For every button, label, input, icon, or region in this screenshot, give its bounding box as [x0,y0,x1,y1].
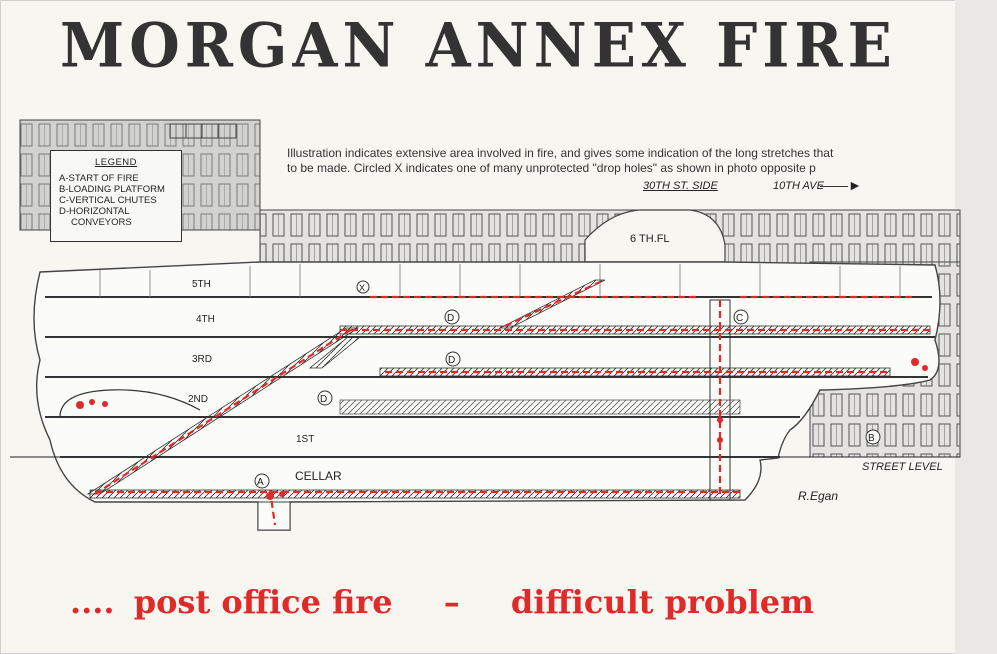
marker-d-second: D [317,390,333,406]
floor-label-first: 1ST [296,434,314,445]
page-gutter [955,0,997,654]
legend-item: C-VERTICAL CHUTES [59,195,157,206]
direction-arrow-icon: ——► [820,177,862,193]
svg-text:C: C [736,313,743,324]
legend-item-continued: CONVEYORS [71,217,132,228]
floor-label-fourth: 4TH [196,314,215,325]
marker-d-fourth: D [444,309,460,325]
svg-text:D: D [320,394,327,405]
artist-signature: R.Egan [798,489,838,503]
floor-label-fifth: 5TH [192,279,211,290]
marker-a: A [254,473,270,489]
legend-item: D-HORIZONTAL [59,206,130,217]
tagline-part1: post office fire [133,583,393,621]
sixth-floor-cutaway [584,209,726,263]
floor-label-cellar: CELLAR [295,469,342,483]
tagline: .... post office fire – difficult proble… [70,583,950,621]
legend-item: A-START OF FIRE [59,173,139,184]
marker-b: B [865,429,881,445]
floor-label-sixth: 6 TH.FL [630,233,670,245]
headline: MORGAN ANNEX FIRE [60,10,897,82]
caption-line: to be made. Circled X indicates one of m… [287,161,816,175]
marker-d-third: D [445,351,461,367]
marker-c: C [733,309,749,325]
marker-x: X [356,280,370,294]
svg-text:X: X [359,283,365,293]
svg-text:B: B [868,433,875,444]
tagline-part2: difficult problem [510,583,814,621]
caption-line: Illustration indicates extensive area in… [287,146,834,160]
legend-title: LEGEND [94,157,138,168]
svg-text:A: A [257,477,264,488]
avenue-label: 10TH AVE [773,180,824,192]
floor-label-third: 3RD [192,354,212,365]
street-level-label: STREET LEVEL [862,461,943,473]
svg-text:D: D [447,313,454,324]
street-side-label: 30TH ST. SIDE [643,180,718,192]
tagline-dots: .... [70,583,115,621]
tagline-dash: – [443,583,460,621]
svg-text:D: D [448,355,455,366]
illustration-caption: Illustration indicates extensive area in… [287,146,955,176]
legend-box: LEGEND A-START OF FIRE B-LOADING PLATFOR… [50,150,182,242]
floor-label-second: 2ND [188,394,208,405]
legend-item: B-LOADING PLATFORM [59,184,165,195]
